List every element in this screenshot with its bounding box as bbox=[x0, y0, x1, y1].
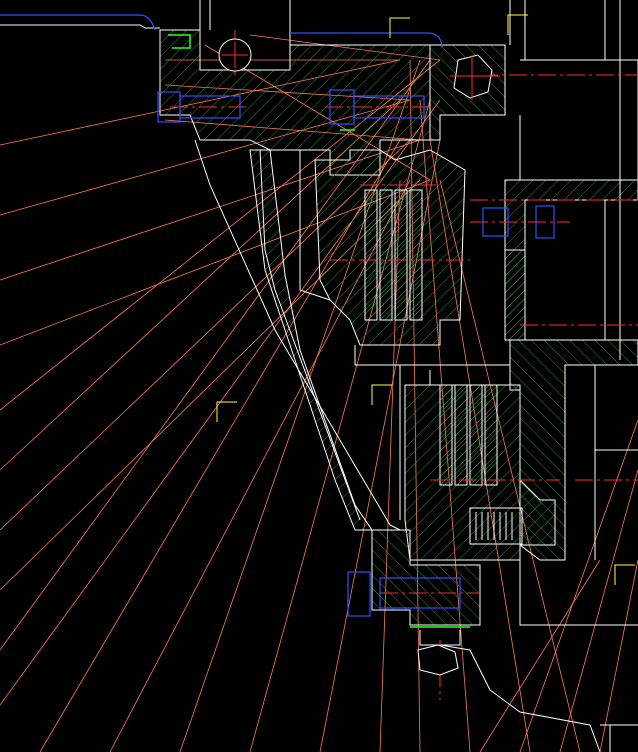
corner-marker-icon bbox=[216, 401, 237, 422]
hatched-sections bbox=[159, 29, 638, 626]
corner-marker-icon bbox=[389, 17, 410, 38]
bolt-head-icon bbox=[157, 91, 241, 123]
corner-marker-icon bbox=[507, 14, 528, 35]
upper-friction-plates bbox=[364, 189, 423, 321]
bolt-head-icon bbox=[347, 571, 461, 617]
leader-line bbox=[479, 559, 601, 752]
leader-line bbox=[599, 559, 638, 752]
hex-bolt-icon bbox=[450, 54, 500, 100]
green-accents bbox=[168, 34, 470, 628]
hex-nuts bbox=[218, 38, 500, 676]
hex-bolt-icon bbox=[218, 38, 252, 72]
leader-line bbox=[559, 469, 638, 752]
top-housing-section bbox=[159, 29, 431, 176]
lower-friction-plates bbox=[439, 384, 498, 486]
centerlines bbox=[170, 30, 638, 700]
corner-markers bbox=[216, 14, 635, 585]
bolt-head-icon bbox=[329, 89, 425, 125]
compression-spring-icon bbox=[469, 507, 523, 545]
shaft-strip-section bbox=[504, 249, 526, 341]
corner-marker-icon bbox=[614, 564, 635, 585]
blue-elements bbox=[0, 14, 555, 617]
bolt-head-icon bbox=[482, 205, 555, 239]
leader-line bbox=[519, 419, 638, 752]
hex-bolt-icon bbox=[417, 644, 459, 676]
corner-marker-icon bbox=[371, 384, 392, 405]
